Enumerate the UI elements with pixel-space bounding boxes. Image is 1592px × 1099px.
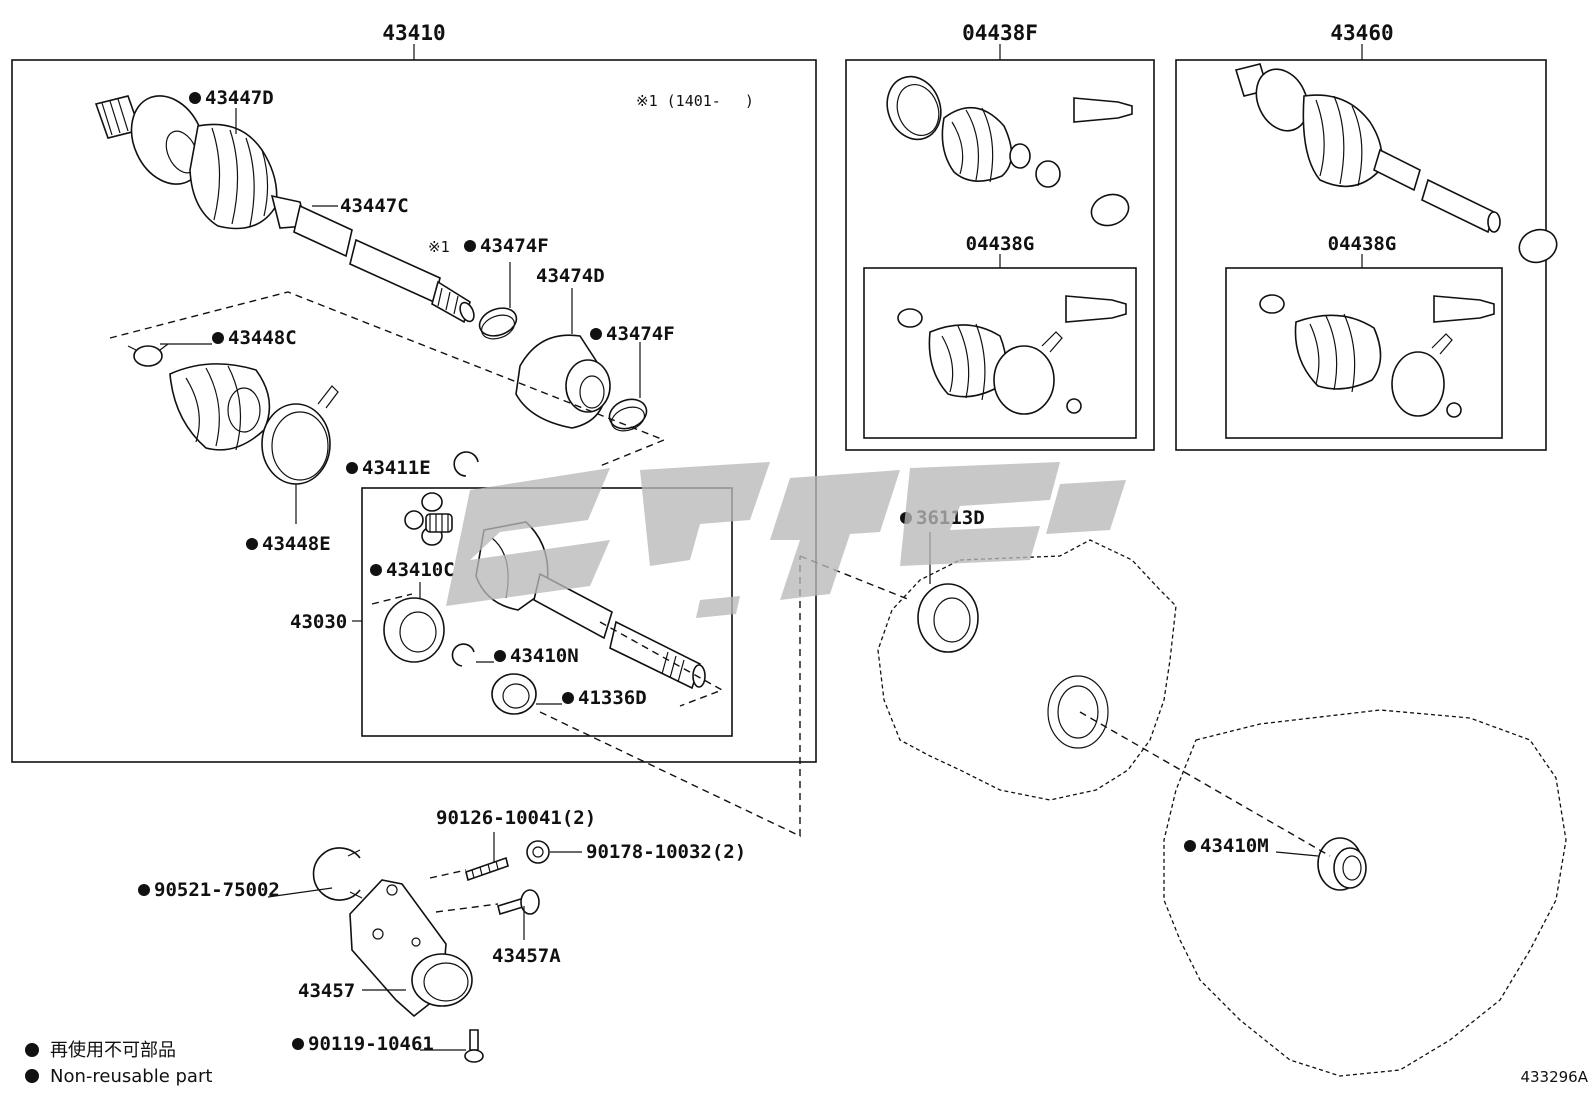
label-43474D: 43474D [536, 265, 605, 287]
header-04438F: 04438F [962, 21, 1038, 45]
boot-band-43448E [261, 385, 339, 485]
non-reusable-dot [189, 92, 201, 104]
non-reusable-dot [494, 650, 506, 662]
transaxle-seal-36113D [917, 583, 979, 653]
legend-non-reusable-en: Non-reusable part [50, 1066, 212, 1087]
date-range-note: ※1 (1401- ) [636, 92, 754, 110]
non-reusable-dot [370, 564, 382, 576]
transaxle-port [1047, 675, 1109, 749]
inner-boot [169, 363, 271, 451]
non-reusable-dot [590, 328, 602, 340]
bracket-43457 [349, 879, 473, 1018]
label-43457A: 43457A [492, 945, 561, 967]
transaxle-housing [877, 539, 1177, 801]
label-43474F-b: 43474F [606, 323, 675, 345]
snap-ring-43411E [453, 451, 479, 477]
connector-transaxle-to-engine [1079, 711, 1331, 857]
label-43411E: 43411E [362, 457, 431, 479]
non-reusable-dot [346, 462, 358, 474]
kit-04438G-mid-parts [897, 295, 1127, 415]
label-41336D: 41336D [578, 687, 647, 709]
clamp-ring-43474F-a [478, 307, 518, 340]
non-reusable-dot [246, 538, 258, 550]
inner-joint-kit-outline [371, 593, 724, 707]
label-43410N: 43410N [510, 645, 579, 667]
connector-seal-to-transaxle [539, 555, 911, 838]
legend-dot-jp [25, 1043, 39, 1057]
engine-block [1163, 709, 1567, 1077]
snap-ring-90521 [312, 847, 363, 901]
bearing-43410C [383, 597, 445, 663]
label-90126: 90126-10041(2) [436, 807, 596, 829]
watermark-logo [446, 462, 1126, 618]
stud-90126 [465, 856, 509, 882]
label-43410C: 43410C [386, 559, 455, 581]
label-90178: 90178-10032(2) [586, 841, 746, 863]
drive-shaft-43460 [1234, 63, 1558, 264]
legend-dot-en [25, 1069, 39, 1083]
header-04438G-right: 04438G [1328, 233, 1397, 255]
clamp-ring-43474F-b [608, 398, 648, 432]
header-43410: 43410 [382, 21, 445, 45]
label-43410M: 43410M [1200, 835, 1269, 857]
boot-clip-43448C [127, 343, 169, 367]
diagram-code: 433296A [1520, 1068, 1588, 1086]
note-mark: ※1 [428, 238, 450, 256]
label-43447C: 43447C [340, 195, 409, 217]
legend-non-reusable-jp: 再使用不可部品 [50, 1040, 176, 1061]
bearing-43410M [1317, 837, 1367, 891]
connector-fasteners [429, 869, 499, 913]
non-reusable-dot [212, 332, 224, 344]
label-43448E: 43448E [262, 533, 331, 555]
frame-04438G-right [1225, 267, 1503, 439]
oil-seal-41336D [491, 673, 537, 715]
drive-shaft-assembly [94, 95, 475, 324]
non-reusable-dot [464, 240, 476, 252]
snap-ring-43410N [451, 643, 475, 667]
label-90119: 90119-10461 [308, 1033, 434, 1055]
bolt-43457A [497, 889, 540, 916]
boot-kit-outline [109, 291, 666, 467]
nut-90178 [526, 840, 550, 864]
label-90521: 90521-75002 [154, 879, 280, 901]
boot-43474D [515, 334, 611, 429]
label-43448C: 43448C [228, 327, 297, 349]
non-reusable-dot [292, 1038, 304, 1050]
label-43447D: 43447D [205, 87, 274, 109]
header-43460: 43460 [1330, 21, 1393, 45]
label-43457: 43457 [298, 980, 355, 1002]
label-43030: 43030 [290, 611, 347, 633]
non-reusable-dot [562, 692, 574, 704]
non-reusable-dot [1184, 840, 1196, 852]
kit-04438G-right-parts [1259, 294, 1495, 418]
label-43474F-a: 43474F [480, 235, 549, 257]
kit-04438F-parts [886, 75, 1133, 227]
non-reusable-dot [138, 884, 150, 896]
header-04438G-mid: 04438G [966, 233, 1035, 255]
bolt-90119 [464, 1029, 484, 1063]
